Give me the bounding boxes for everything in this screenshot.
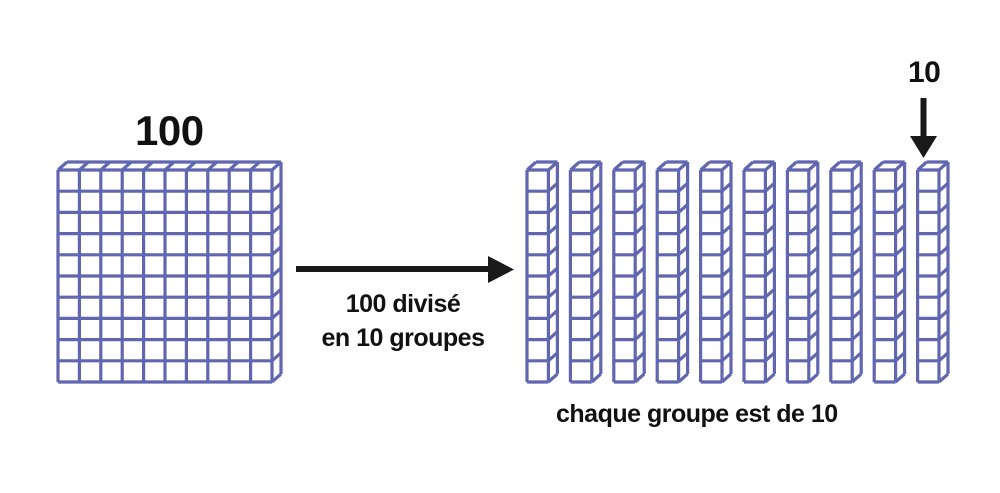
ten-rod — [525, 160, 560, 384]
ten-pointer-arrow — [910, 98, 937, 158]
ten-rod — [742, 160, 777, 384]
hundred-flat-label: 100 — [135, 107, 204, 154]
ten-rod — [655, 160, 690, 384]
hundred-flat — [56, 160, 283, 384]
ten-rod — [915, 160, 950, 384]
ten-rod — [612, 160, 646, 384]
ten-rod — [698, 160, 733, 384]
ten-rod — [829, 160, 863, 384]
ten-rod — [872, 160, 907, 384]
ten-rod — [568, 160, 603, 384]
division-caption-line2: en 10 groupes — [321, 323, 486, 352]
division-caption-line1: 100 divisé — [345, 290, 461, 318]
ten-rod-label: 10 — [908, 56, 941, 89]
ten-rod — [785, 160, 820, 384]
division-caption: 100 divisé en 10 groupes — [296, 288, 510, 356]
bottom-caption: chaque groupe est de 10 — [556, 400, 838, 428]
division-arrow — [296, 256, 514, 283]
